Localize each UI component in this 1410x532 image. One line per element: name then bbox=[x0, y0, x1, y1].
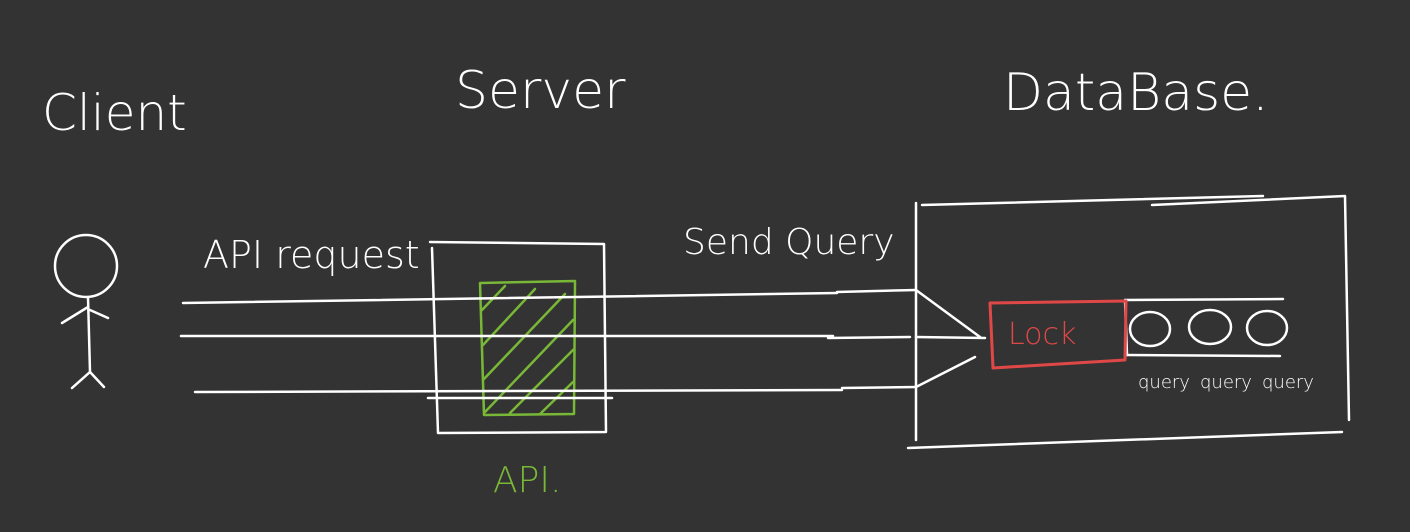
client-title: Client bbox=[42, 84, 187, 142]
query-label-1: query bbox=[1138, 372, 1190, 393]
stick-figure-icon bbox=[53, 233, 119, 390]
database-box bbox=[906, 194, 1351, 450]
api-block bbox=[478, 279, 577, 417]
database-title: DataBase. bbox=[1003, 63, 1269, 123]
api-request-label: API request bbox=[203, 233, 420, 277]
query-label-3: query bbox=[1262, 372, 1314, 393]
queue-rails bbox=[1123, 297, 1285, 358]
api-label: API. bbox=[493, 460, 561, 501]
queue-entry-lines bbox=[914, 288, 987, 389]
query-circle-3 bbox=[1245, 309, 1289, 347]
server-box bbox=[428, 240, 608, 435]
send-query-label: Send Query bbox=[683, 222, 895, 263]
request-flow-lines bbox=[179, 288, 918, 400]
query-circle-2 bbox=[1187, 308, 1233, 346]
lock-box bbox=[988, 299, 1128, 370]
query-circles bbox=[1128, 308, 1289, 348]
query-circle-1 bbox=[1128, 310, 1172, 348]
server-title: Server bbox=[455, 61, 626, 121]
query-label-2: query bbox=[1200, 372, 1252, 393]
lock-label: Lock bbox=[1008, 317, 1076, 352]
